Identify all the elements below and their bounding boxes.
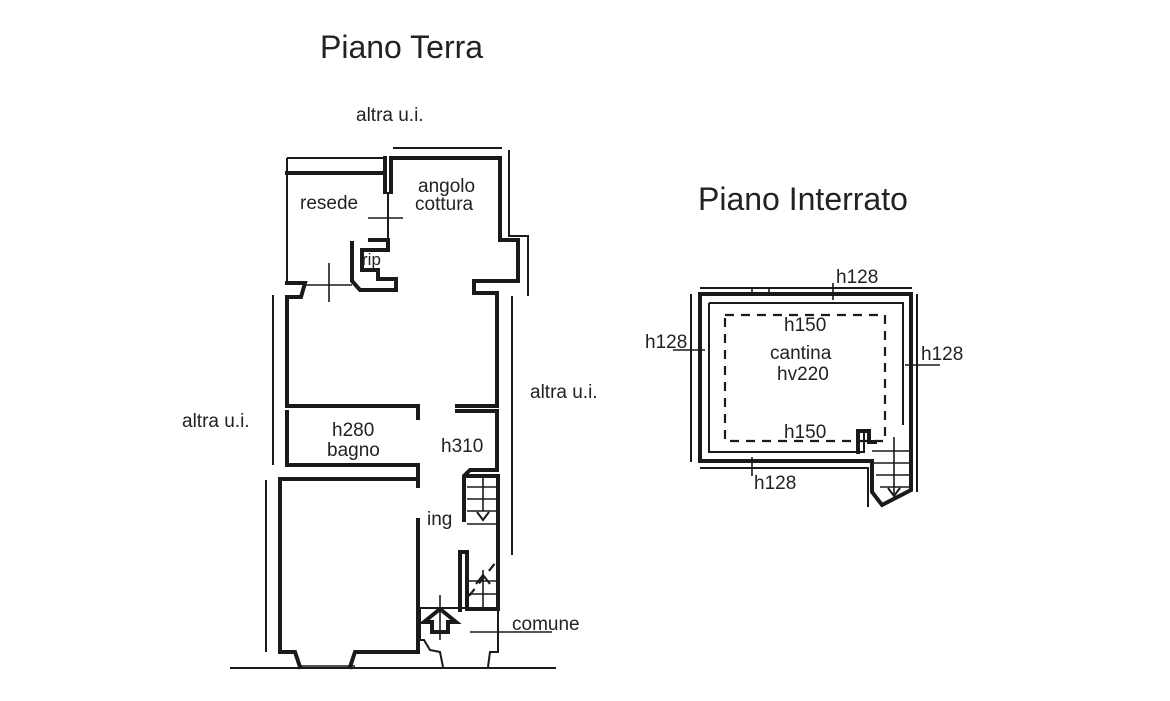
label-adjacent-top: altra u.i. (356, 105, 424, 126)
label-common: comune (512, 614, 580, 635)
boundary-right-upper (508, 150, 529, 296)
common-area-outline (419, 607, 499, 668)
label-basement-h-left: h128 (645, 332, 687, 353)
stairs-up-arrow-icon (475, 573, 491, 585)
label-basement-room: cantina (770, 343, 832, 364)
basement-stair-landing (856, 429, 877, 454)
rip-closet-wall (350, 238, 398, 292)
label-entrance: ing (427, 509, 452, 530)
label-adjacent-right: altra u.i. (530, 382, 598, 403)
living-left-wall (285, 295, 420, 420)
hall-right-wall (455, 409, 499, 522)
label-basement-inner-top: h150 (784, 315, 826, 336)
entrance-arrow-icon (418, 606, 462, 634)
stairs-down-arrow-icon (476, 511, 490, 522)
bathroom-wall (285, 410, 420, 477)
label-adjacent-left: altra u.i. (182, 411, 250, 432)
label-basement-room-height: hv220 (777, 364, 829, 385)
basement-low-ceiling-outline (723, 313, 887, 443)
label-basement-h-bottom: h128 (754, 473, 796, 494)
label-kitchen-line2: cottura (415, 194, 474, 215)
ground-floor-title: Piano Terra (320, 29, 483, 65)
basement-stairs (872, 437, 909, 498)
basement-boundary-bottom (700, 467, 869, 507)
label-basement-inner-bottom: h150 (784, 422, 826, 443)
kitchen-outer-wall (383, 156, 520, 408)
label-hall-height: h310 (441, 436, 483, 457)
resede-bottom-wall (285, 281, 308, 299)
label-bath-height: h280 (332, 420, 374, 441)
ground-floor-plan (230, 147, 556, 670)
lower-room-wall (278, 477, 420, 670)
lower-room-top-wall (278, 477, 420, 488)
label-basement-h-top: h128 (836, 267, 878, 288)
basement-plan (673, 283, 940, 508)
basement-stairs-arrow-icon (887, 487, 901, 498)
label-basement-h-right: h128 (921, 344, 963, 365)
label-bath: bagno (327, 440, 380, 461)
basement-outer-wall (698, 292, 913, 508)
label-resede: resede (300, 193, 358, 214)
label-kitchen-line1: angolo (418, 176, 475, 197)
basement-title: Piano Interrato (698, 181, 908, 217)
label-rip: rip (362, 250, 381, 269)
